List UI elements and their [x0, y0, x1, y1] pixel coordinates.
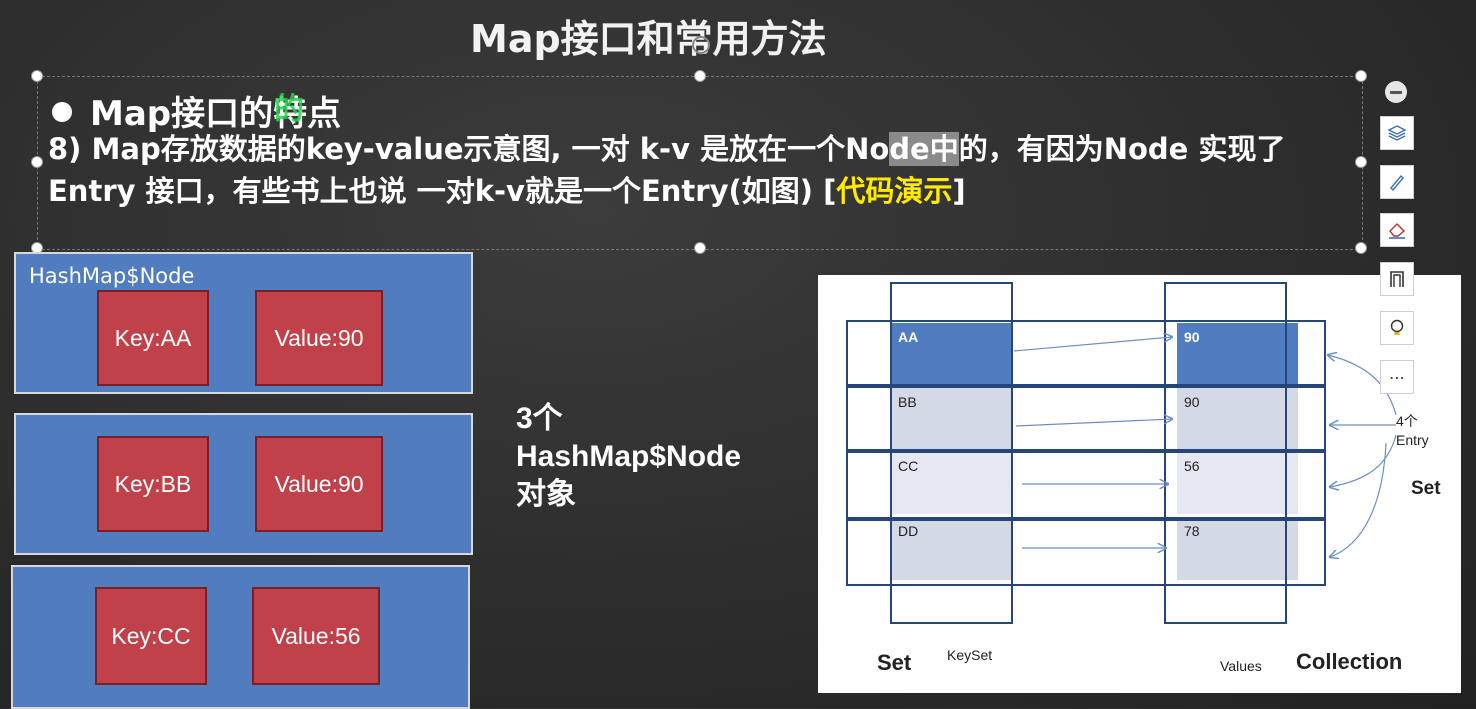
keyset-label: KeySet [947, 647, 993, 663]
key-row-fill [891, 323, 1012, 385]
key-cell: Key:CC [95, 587, 207, 685]
entry-row [846, 519, 1326, 586]
bullet-dot [52, 101, 72, 122]
hashmap-node-2: Key:BB Value:90 [14, 413, 473, 555]
slide-title: Map接口和常用方法 [470, 17, 827, 61]
key-label: BB [898, 394, 917, 410]
entry-arrow [1330, 434, 1397, 487]
bullet-suffix: 特点 [273, 94, 342, 134]
key-cell: Key:BB [97, 436, 209, 532]
resize-handle-tl[interactable] [31, 70, 43, 82]
mapping-arrow [1015, 419, 1172, 427]
hashmap-node-3: Key:CC Value:56 [11, 565, 470, 709]
value-row-fill [1177, 452, 1298, 514]
set-label-right: Set [1411, 478, 1441, 499]
pen-icon[interactable] [1380, 165, 1414, 199]
hashmap-node-1: HashMap$Node Key:AA Value:90 [14, 252, 473, 394]
key-cell: Key:AA [97, 290, 209, 386]
entry-arrow [1330, 442, 1387, 557]
value-row-fill [1177, 387, 1298, 449]
count-line-3: 对象 [516, 478, 576, 511]
para-part3: ] [952, 174, 966, 208]
value-label: 90 [1184, 329, 1200, 345]
diagram-shapes [846, 282, 1397, 624]
value-cell: Value:90 [255, 436, 383, 532]
key-row-fill [891, 452, 1012, 514]
entry-diagram: AA BB CC DD 90 90 56 78 4个 Entry Set Set… [818, 275, 1461, 693]
code-demo-label: 代码演示 [836, 174, 953, 208]
rotate-handle[interactable] [692, 36, 710, 54]
value-cell: Value:56 [252, 587, 380, 685]
resize-handle-br[interactable] [1355, 242, 1367, 254]
body-paragraph: 8) Map存放数据的key-value示意图, 一对 k-v 是放在一个Nod… [48, 128, 1348, 212]
node-count-label: 3个 HashMap$Node 对象 [516, 400, 741, 514]
para-part2: 的，有因为Node 实现了 Entry 接口，有些书上也说 一对k-v就是一个E… [48, 132, 1286, 208]
resize-handle-ml[interactable] [31, 156, 43, 168]
para-part1: 8) Map存放数据的key-value示意图, 一对 k-v 是放在一个No [48, 132, 890, 166]
key-row-fill [891, 387, 1012, 449]
key-row-fill [891, 517, 1012, 580]
key-label: DD [898, 523, 919, 539]
entry-label: Entry [1396, 432, 1429, 448]
entry-row [846, 451, 1326, 519]
more-icon[interactable]: ⋯ [1380, 360, 1414, 394]
node-title: HashMap$Node [29, 264, 195, 288]
value-row-fill [1177, 517, 1298, 580]
mapping-arrow [1013, 337, 1172, 352]
entry-row [846, 386, 1326, 451]
resize-handle-tr[interactable] [1355, 70, 1367, 82]
set-label-left: Set [877, 650, 912, 675]
bullet-prefix: Map接口的 [90, 94, 274, 134]
value-label: 56 [1184, 458, 1200, 474]
count-line-2: HashMap$Node [516, 440, 742, 473]
count-line-1: 3个 [516, 402, 563, 435]
entry-row [846, 320, 1326, 386]
value-row-fill [1177, 323, 1298, 385]
eraser-icon[interactable] [1380, 213, 1414, 247]
collapse-icon[interactable] [1385, 81, 1407, 103]
collection-label: Collection [1296, 649, 1403, 674]
key-label: AA [898, 329, 919, 345]
bookmark-icon[interactable] [1380, 262, 1414, 296]
value-cell: Value:90 [255, 290, 383, 386]
entry-arrow [1328, 355, 1397, 416]
key-label: CC [898, 458, 919, 474]
para-highlight: de中 [889, 132, 959, 166]
values-label: Values [1220, 658, 1262, 674]
bullet-heading: Map接口的特点 的 [52, 86, 341, 135]
resize-handle-tm[interactable] [694, 70, 706, 82]
entry-count-label: 4个 [1396, 413, 1418, 429]
resize-handle-mr[interactable] [1355, 156, 1367, 168]
resize-handle-bm[interactable] [694, 242, 706, 254]
lightbulb-icon[interactable] [1380, 311, 1414, 345]
ink-annotation: 的 [274, 92, 304, 127]
layers-icon[interactable] [1380, 116, 1414, 150]
value-label: 90 [1184, 394, 1200, 410]
value-label: 78 [1184, 523, 1200, 539]
